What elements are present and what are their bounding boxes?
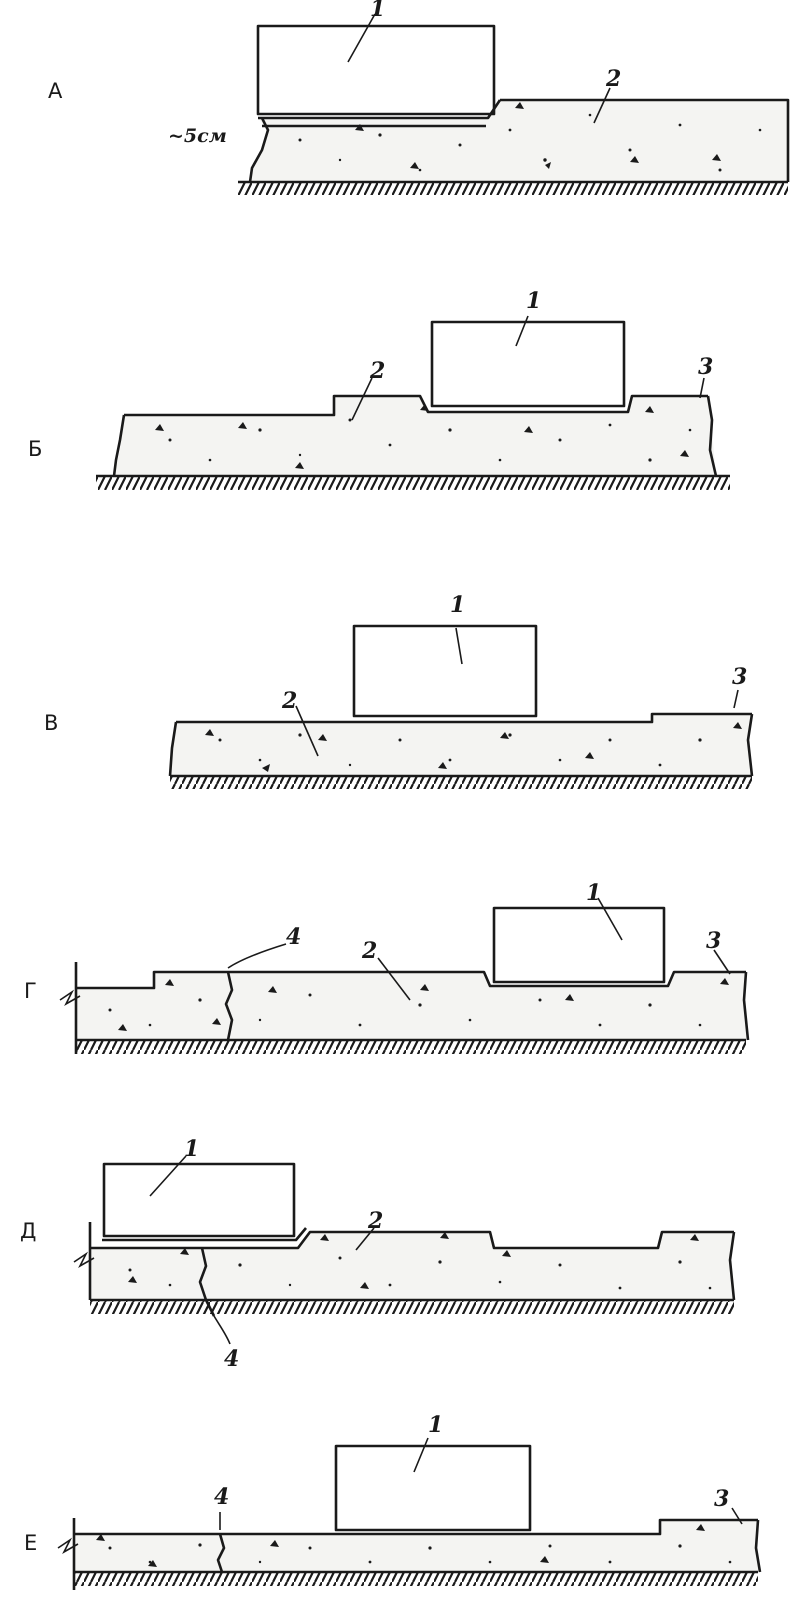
panel-b: Б 1 2 3 [28,288,730,490]
callout-3: 3 [714,1486,729,1512]
block-1 [334,1444,532,1532]
ground-hatching [170,777,752,789]
callout-2: 2 [281,688,297,714]
joint-4 [216,1533,226,1573]
panel-letter-b: Б [28,437,42,461]
dimension-label: ~5см [168,125,227,147]
panel-letter-d: Д [20,1219,36,1243]
aggregate-speckle [108,978,729,1031]
ground-hatching [96,477,730,490]
slab-outline [500,98,790,182]
block-1 [492,906,666,984]
callout-4: 4 [286,924,301,950]
aggregate-speckle [205,722,742,772]
aggregate-speckle [96,1524,732,1567]
callout-1: 1 [428,1412,443,1438]
callout-1: 1 [370,0,385,22]
joint-4 [224,971,234,1041]
slab-outline [76,970,746,990]
ground-hatching [90,1301,734,1314]
aggregate-speckle [298,102,762,172]
callout-1: 1 [184,1136,199,1162]
slab-outline [124,394,708,417]
callout-1: 1 [586,880,601,906]
callout-2: 2 [361,938,377,964]
panel-d: Д 1 2 4 [20,1136,736,1372]
ground-hatching [238,183,788,195]
ground-hatching [74,1573,758,1586]
callout-3: 3 [698,354,713,380]
panel-letter-g: Г [24,979,37,1003]
panel-e: Е 1 3 4 [24,1412,762,1590]
block-1 [352,624,538,718]
slab-outline [176,712,752,724]
callout-3: 3 [732,664,747,690]
callout-2: 2 [605,66,621,92]
aggregate-speckle [128,1232,712,1290]
slab-outline [90,1230,734,1250]
panel-letter-v: В [44,711,58,735]
block-1 [102,1162,296,1238]
aggregate-speckle [155,404,692,469]
callout-1: 1 [450,592,465,618]
panel-v: В 1 2 3 [44,592,754,789]
callout-2: 2 [369,358,385,384]
callout-4: 4 [214,1484,229,1510]
panel-g: Г 1 2 3 4 [24,880,750,1054]
panel-letter-a: А [48,79,63,103]
block-1 [430,320,626,408]
ground-hatching [76,1041,746,1054]
panel-letter-e: Е [24,1531,37,1555]
callout-1: 1 [526,288,541,314]
callout-4: 4 [224,1346,239,1372]
panel-a: А 1 2 ~5см [48,0,790,195]
callout-2: 2 [367,1208,383,1234]
slab-outline [74,1518,758,1536]
block-1 [256,24,496,116]
callout-3: 3 [706,928,721,954]
